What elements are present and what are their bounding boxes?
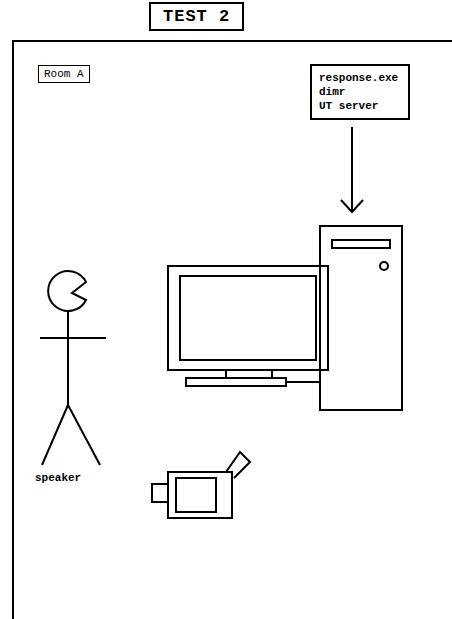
callout-line: response.exe xyxy=(319,71,401,85)
camera-lens xyxy=(152,484,168,502)
monitor-stand xyxy=(226,370,272,378)
callout-box: response.exedimrUT server xyxy=(310,64,410,120)
speaker-leg xyxy=(42,405,68,465)
arrow-head xyxy=(341,200,363,212)
power-button xyxy=(380,262,388,270)
speaker-body xyxy=(67,311,69,405)
speaker-head xyxy=(48,271,86,311)
keyboard xyxy=(186,378,286,386)
camera-body xyxy=(168,472,232,518)
drive-slot xyxy=(332,240,390,248)
callout-line: dimr xyxy=(319,85,401,99)
room-label: Room A xyxy=(38,65,90,83)
pointer-arrow xyxy=(351,127,353,212)
computer-tower xyxy=(320,226,402,410)
monitor-screen xyxy=(180,276,316,360)
camera-panel xyxy=(176,478,216,512)
callout-line: UT server xyxy=(319,99,401,113)
room-region: Room A response.exedimrUT server xyxy=(12,40,452,619)
figure-label: speaker xyxy=(35,472,81,484)
camera-viewfinder xyxy=(226,452,250,478)
cable xyxy=(286,381,320,383)
speaker-leg xyxy=(68,405,100,465)
title-box: TEST 2 xyxy=(149,2,244,31)
monitor-frame xyxy=(168,266,328,370)
speaker-arms xyxy=(40,337,106,339)
